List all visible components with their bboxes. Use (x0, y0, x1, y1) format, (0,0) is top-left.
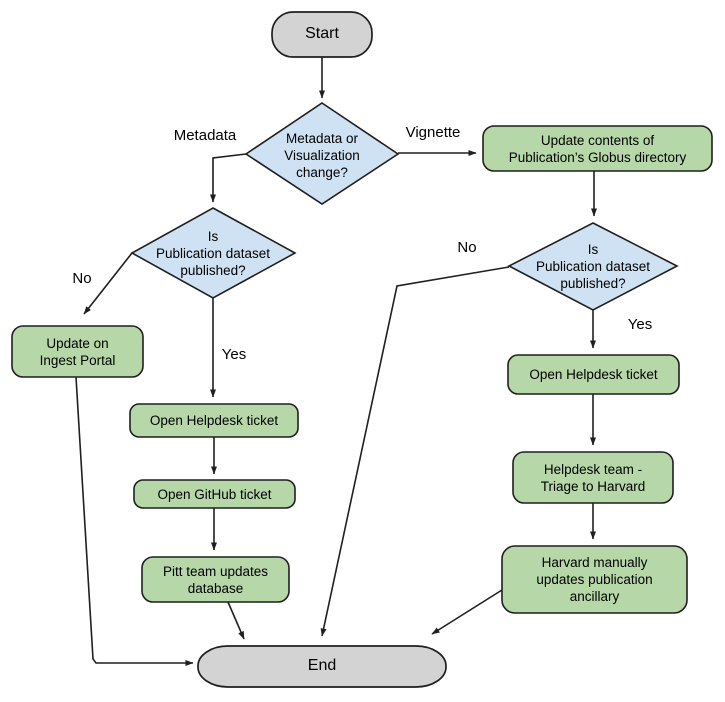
node-end-label: End (307, 657, 337, 675)
edge-ingest-portal-to-end (75, 376, 194, 666)
node-open-helpdesk-right-label: Open Helpdesk ticket (529, 367, 658, 382)
node-open-helpdesk-left (129, 403, 299, 438)
node-change-decision-label: Metadata or Visualization change? (284, 130, 360, 180)
node-right-published-decision-label: Is Publication dataset published? (535, 242, 651, 291)
edge-metadata-branch (210, 153, 247, 203)
node-helpdesk-triage-label: Helpdesk team - Triage to Harvard (540, 461, 646, 494)
edge-label-metadata: Metadata (173, 126, 237, 144)
edge-right-no-to-end (320, 266, 510, 637)
node-end (197, 645, 447, 688)
node-pitt-updates-db (141, 556, 290, 603)
edge-label-vignette: Vignette (405, 123, 461, 141)
edge-label-yes-left: Yes (221, 345, 247, 363)
node-update-globus-label: Update contents of Publication’s Globus … (508, 132, 687, 165)
node-open-github (133, 479, 296, 509)
node-helpdesk-triage (512, 451, 674, 504)
edge-label-no-left: No (72, 269, 92, 287)
node-start (271, 11, 373, 58)
node-harvard-updates-label: Harvard manually updates publication anc… (536, 555, 653, 604)
edge-left-no-to-ingest-portal (83, 252, 133, 315)
node-pitt-updates-db-label: Pitt team updates database (162, 563, 269, 596)
node-change-decision (244, 102, 400, 205)
node-open-helpdesk-left-label: Open Helpdesk ticket (149, 413, 279, 428)
node-open-github-label: Open GitHub ticket (157, 486, 272, 502)
node-update-globus (482, 125, 713, 172)
edge-label-no-right: No (457, 238, 477, 256)
edge-pitt-to-end (227, 601, 245, 640)
edge-label-yes-right: Yes (627, 315, 653, 333)
node-update-ingest-portal-label: Update on Ingest Portal (39, 335, 116, 368)
node-update-ingest-portal (11, 325, 144, 378)
node-left-published-decision-label: Is Publication dataset published? (155, 228, 271, 278)
node-right-published-decision (507, 222, 679, 311)
node-start-label: Start (305, 25, 339, 43)
node-harvard-updates (501, 545, 688, 614)
edge-harvard-to-end (431, 589, 503, 635)
node-left-published-decision (130, 207, 297, 299)
node-open-helpdesk-right (507, 354, 680, 395)
